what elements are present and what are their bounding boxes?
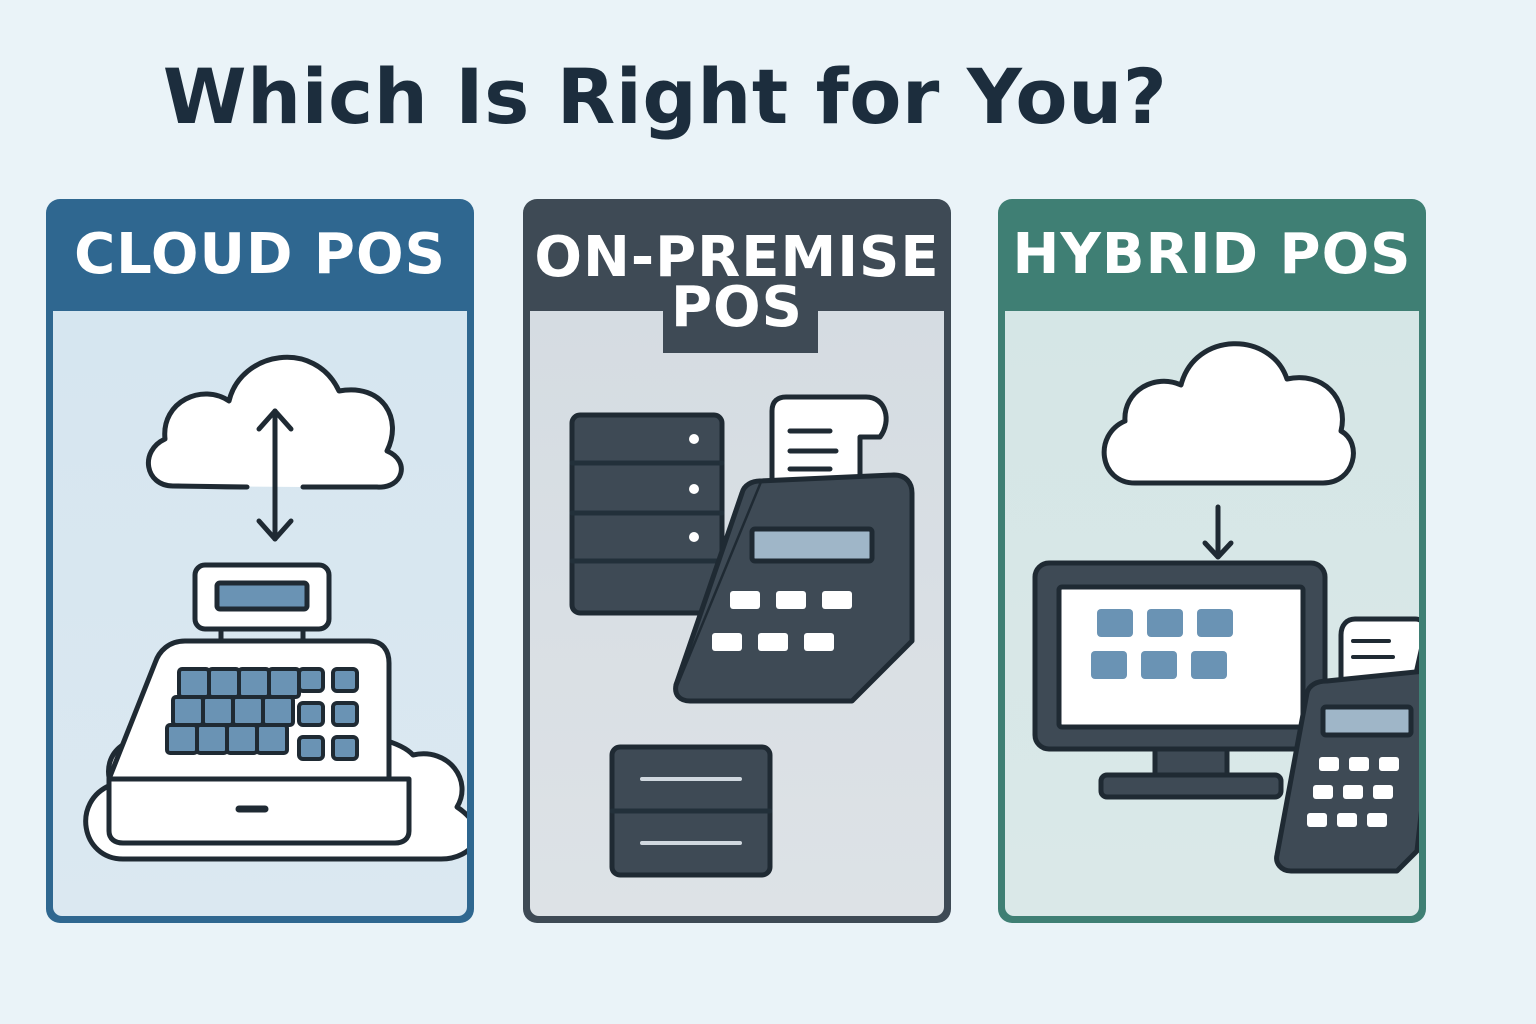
on-premise-pos-title-line1: ON-PREMISE bbox=[534, 225, 940, 290]
cloud-pos-body bbox=[53, 311, 467, 916]
hybrid-pos-body bbox=[1005, 311, 1419, 916]
cloud-pos-header: CLOUD POS bbox=[46, 199, 474, 311]
header-tab bbox=[663, 311, 818, 353]
on-premise-pos-card: ON-PREMISE POS bbox=[523, 199, 951, 923]
hybrid-pos-title: HYBRID POS bbox=[1012, 222, 1412, 287]
page-title: Which Is Right for You? bbox=[162, 52, 1168, 141]
cloud-cash-register-icon bbox=[83, 354, 467, 862]
on-premise-pos-title-line2: POS bbox=[671, 275, 803, 340]
hybrid-pos-header: HYBRID POS bbox=[998, 199, 1426, 311]
hybrid-pos-card: HYBRID POS bbox=[998, 199, 1426, 923]
cloud-monitor-terminal-icon bbox=[1032, 341, 1419, 874]
cloud-pos-title: CLOUD POS bbox=[74, 222, 446, 287]
on-premise-pos-header: ON-PREMISE POS bbox=[523, 199, 951, 353]
cloud-pos-card: CLOUD POS bbox=[46, 199, 474, 923]
server-card-terminal-icon bbox=[569, 394, 915, 878]
on-premise-pos-body bbox=[530, 311, 944, 916]
